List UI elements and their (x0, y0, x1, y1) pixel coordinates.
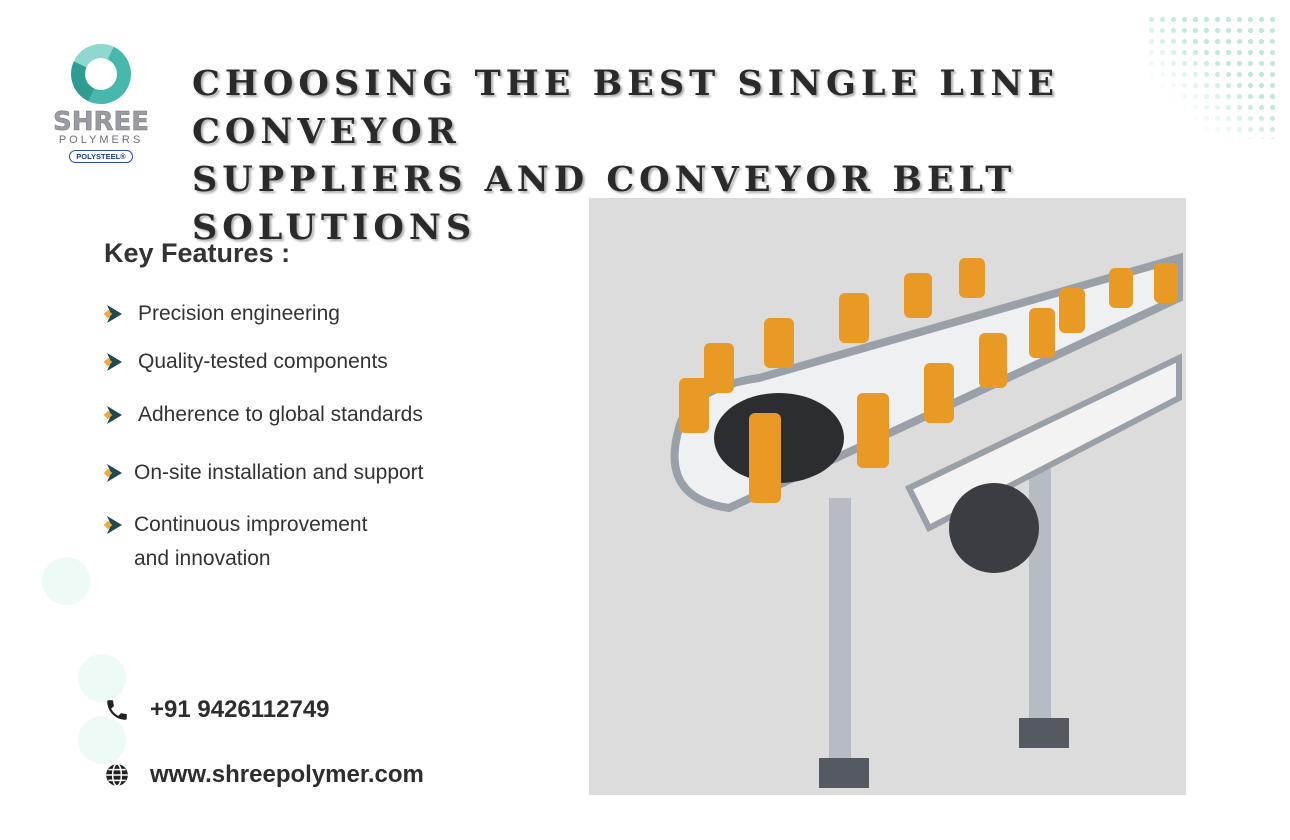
logo-ring-icon (62, 35, 140, 113)
title-line-2: SUPPLIERS AND CONVEYOR BELT SOLUTIONS (192, 159, 1017, 248)
chevron-bullet-icon (104, 353, 122, 371)
logo-sub: POLYMERS (58, 134, 144, 146)
page-title: CHOOSING THE BEST SINGLE LINE CONVEYOR S… (192, 60, 1290, 252)
logo-badge: POLYSTEEL® (69, 150, 133, 163)
phone-contact[interactable]: +91 9426112749 (104, 696, 330, 724)
feature-item: Quality-tested components (104, 345, 388, 379)
logo-brand: SHREE (52, 107, 150, 137)
feature-text: On-site installation and support (134, 461, 424, 484)
globe-icon (106, 763, 128, 787)
feature-item: Continuous improvement and innovation (104, 508, 367, 576)
website-link[interactable]: www.shreepolymer.com (150, 761, 424, 788)
conveyor-photo (589, 198, 1186, 795)
feature-text: Quality-tested components (138, 350, 388, 373)
feature-item: On-site installation and support (104, 456, 424, 490)
feature-item: Adherence to global standards (104, 398, 423, 432)
chevron-bullet-icon (104, 406, 122, 424)
chevron-bullet-icon (104, 516, 122, 534)
chevron-bullet-icon (104, 305, 122, 323)
feature-text: Continuous improvement (134, 513, 368, 536)
shree-polymers-logo: SHREE POLYMERS POLYSTEEL® (42, 35, 160, 163)
phone-number[interactable]: +91 9426112749 (150, 696, 330, 723)
features-heading: Key Features : (104, 238, 291, 268)
feature-text: Precision engineering (138, 302, 340, 325)
decorative-dots (1146, 14, 1276, 139)
decorative-circle (78, 716, 126, 764)
title-line-1: CHOOSING THE BEST SINGLE LINE CONVEYOR (192, 63, 1060, 152)
feature-text: Adherence to global standards (138, 403, 423, 426)
decorative-circle (42, 557, 90, 605)
feature-item: Precision engineering (104, 297, 340, 331)
phone-icon (107, 700, 127, 720)
chevron-bullet-icon (104, 464, 122, 482)
decorative-circle (78, 654, 126, 702)
website-contact[interactable]: www.shreepolymer.com (104, 761, 424, 789)
feature-text: and innovation (134, 547, 271, 570)
